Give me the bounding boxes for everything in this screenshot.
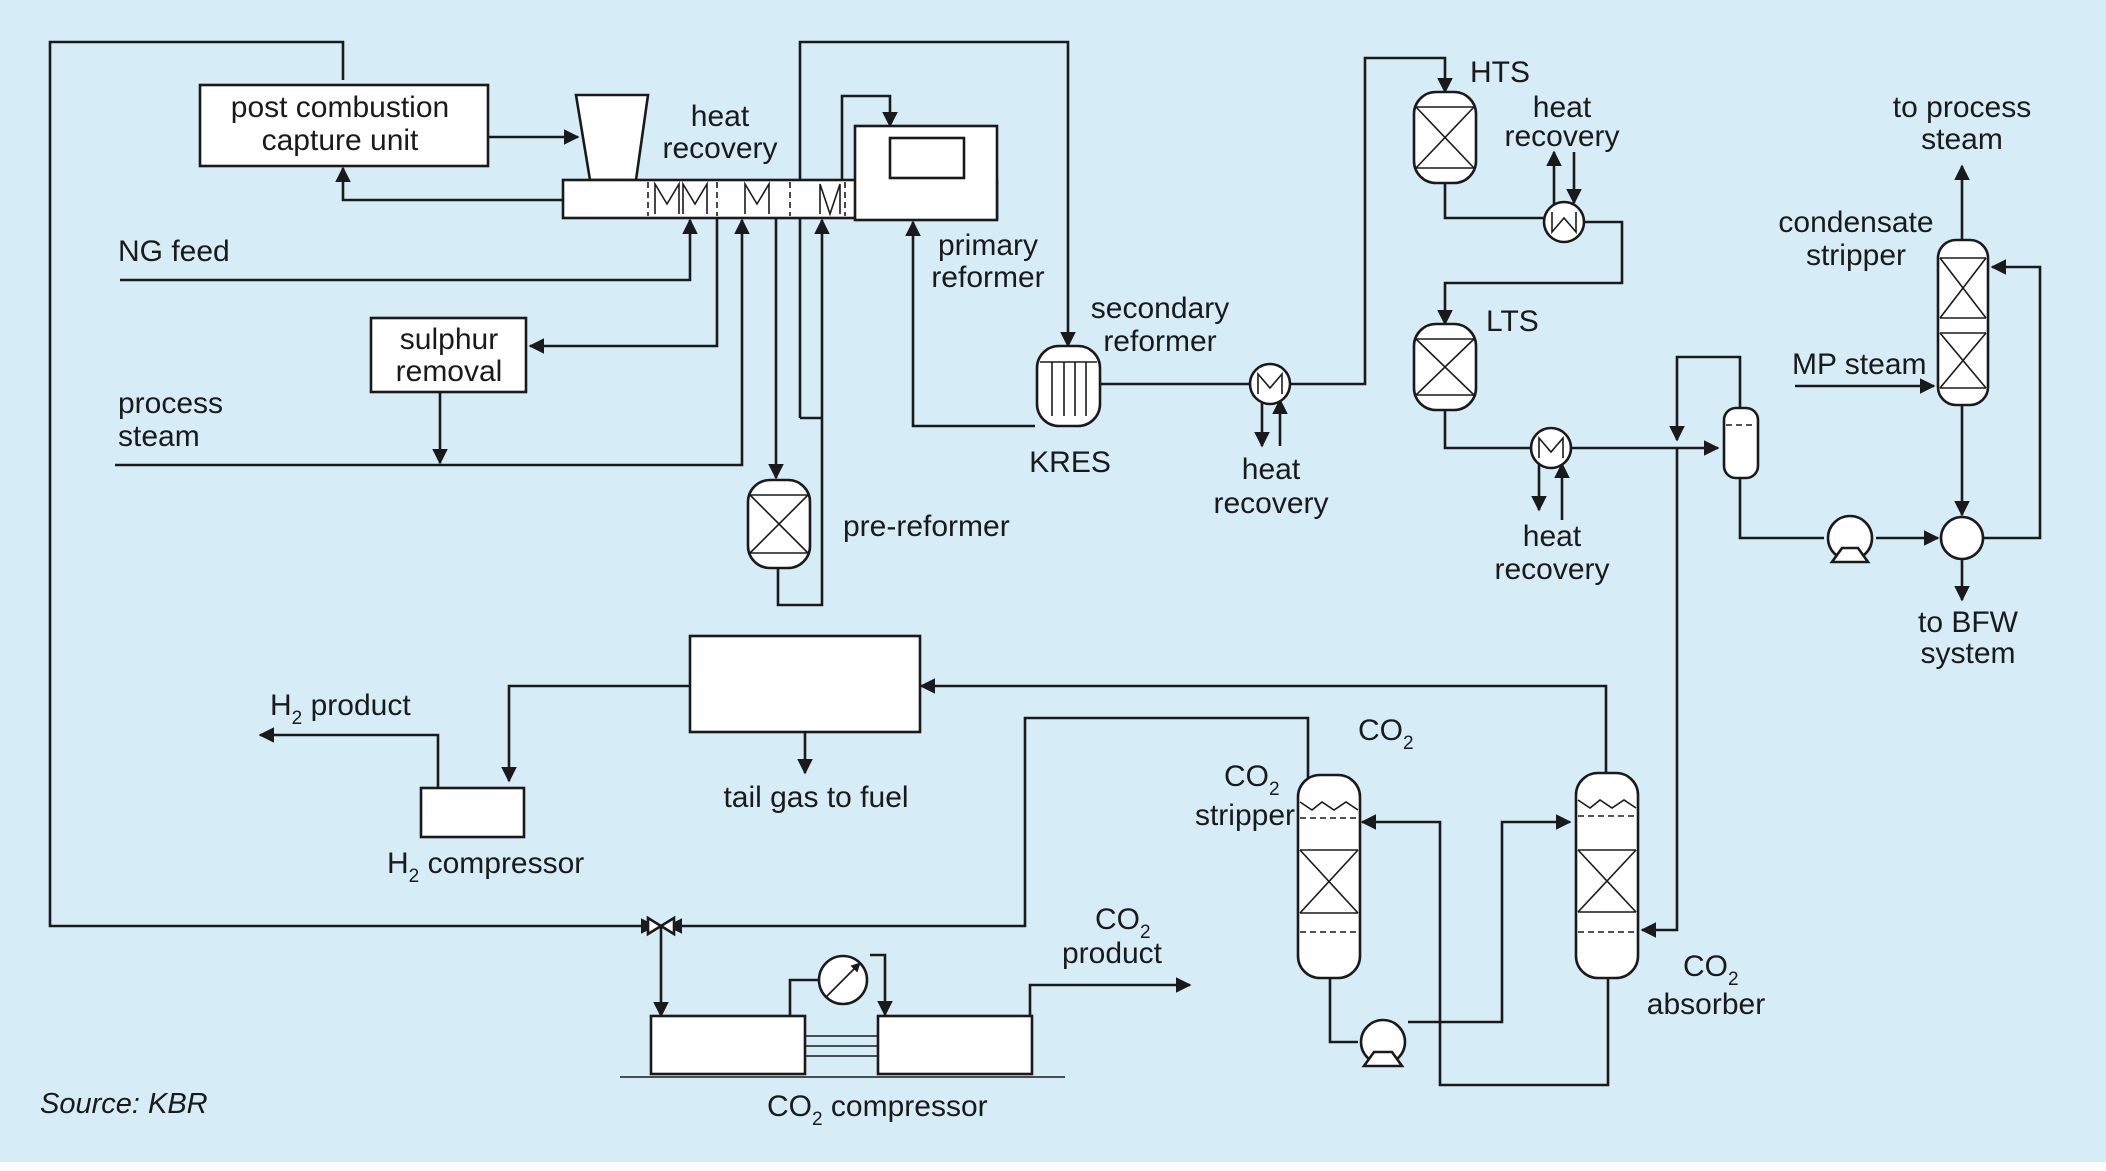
junction-valve-left [646,915,664,937]
co2-stripper-label-line1: CO2 [1224,760,1280,800]
source-credit: Source: KBR [40,1088,208,1120]
lts-to-hx3-line [1443,410,1530,450]
secondary-reformer-label-line1: secondary [1091,292,1229,325]
heat-recovery-secondary-label-line2: recovery [1213,487,1328,520]
compressor-stage1-line [788,978,818,1016]
mp-steam-label: MP steam [1792,348,1927,381]
h2-compressor-box [419,786,526,839]
equipment [198,83,1990,1078]
sulphur-removal-label-line1: sulphur [400,323,498,356]
co2-absorber-column [1574,771,1640,980]
separator-to-pump-line [1738,478,1824,540]
co2-absorber-label-line1: CO2 [1683,950,1739,990]
to-secondary-reformer-line [798,40,1076,348]
condensate-separator [1722,406,1760,480]
tail-gas-label: tail gas to fuel [723,781,908,814]
rich-solvent-line [1360,814,1610,1087]
post-combustion-capture-unit-box [198,83,490,168]
reformer-top-loop-line [840,94,898,180]
lean-solvent-line [1408,814,1572,1024]
hx1-to-hts-line [1290,56,1453,386]
ng-feed-line [120,218,698,282]
post-combustion-capture-label-line1: post combustion [231,91,449,124]
to-bfw-label-line1: to BFW [1918,606,2019,639]
primary-reformer-label-line2: reformer [931,261,1044,294]
convection-coils [647,181,846,217]
flue-to-capture-line [335,166,562,202]
hts-to-hx2-line [1443,183,1546,220]
sulphur-removal-inlet-line [528,218,719,354]
secondary-reformer-label-line2: reformer [1103,325,1216,358]
kres-label: KRES [1029,446,1111,479]
gas-to-absorber-line [1640,448,1679,938]
co2-product-arrow [1028,977,1192,1016]
compressor-intercooler-line [870,953,893,1017]
h2-compressor-label: H2 compressor [387,847,584,887]
process-steam-label-line2: steam [118,420,200,453]
pre-reformer-label: pre-reformer [843,510,1010,543]
pre-reformer-outlet-line [776,218,830,607]
heat-recovery-top-label-line2: recovery [662,132,777,165]
secondary-to-primary-line [905,220,1035,428]
co2-stripper-label-line2: stripper [1195,799,1295,832]
co2-product-label-line2: product [1062,937,1163,970]
reformer-hopper [574,93,650,182]
co2-absorber-label-line2: absorber [1647,988,1765,1021]
heat-recovery-lts-label-line1: heat [1523,520,1582,553]
primary-reformer-window [888,136,966,180]
co2-compressor-stage2 [876,1014,1034,1076]
co2-top-label: CO2 [1358,714,1414,754]
secondary-heat-exchanger [1248,362,1292,406]
psa-unit-box [688,634,922,734]
co2-stripper-column [1296,773,1362,980]
stripper-to-pump-line [1328,978,1358,1044]
h2-product-label: H2 product [270,689,411,729]
lts-heat-exchanger [1529,426,1573,470]
post-combustion-capture-label-line2: capture unit [262,124,419,157]
co2-recycle-line [48,40,657,934]
separator-top-loop-line [1669,355,1742,442]
heat-recovery-hts-label-line1: heat [1533,91,1592,124]
process-steam-label-line1: process [118,387,223,420]
process-lines [48,40,2042,1087]
condensate-stripper-label-line2: stripper [1806,239,1906,272]
hx2-to-lts-line [1437,220,1624,326]
co2-compressor-stage1 [649,1014,807,1076]
ng-feed-label: NG feed [118,235,230,268]
stripper-co2-line [666,716,1310,934]
co2-product-label-line1: CO2 [1095,903,1151,943]
heat-recovery-lts-label-line2: recovery [1494,553,1609,586]
kres-vessel [1035,344,1102,428]
condensate-stripper-label-line1: condensate [1778,206,1933,239]
condensate-stripper-column [1936,238,1990,407]
psa-to-h2-compressor-line [501,684,690,783]
sulphur-removal-label-line2: removal [396,355,503,388]
condensate-mixer [1939,515,1985,561]
to-process-steam-label-line2: steam [1921,123,2003,156]
sulphur-removal-box [369,316,528,394]
heat-recovery-top-label-line1: heat [691,100,750,133]
hts-heat-exchanger [1542,200,1586,244]
h2-product-arrow [258,727,440,788]
labels: post combustion capture unit heat recove… [40,56,2031,1130]
hts-label: HTS [1470,56,1530,89]
lts-label: LTS [1486,305,1539,338]
co2-compressor-label: CO2 compressor [767,1090,988,1130]
mixer-to-stripper-line [1984,259,2042,540]
heat-recovery-secondary-label-line1: heat [1242,453,1301,486]
to-bfw-label-line2: system [1920,637,2015,670]
process-steam-line [115,218,750,467]
heat-recovery-hts-label-line2: recovery [1504,120,1619,153]
to-process-steam-label-line1: to process [1893,91,2031,124]
absorber-to-psa-line [919,678,1608,782]
junction-valve-right [658,915,676,937]
primary-reformer-label-line1: primary [938,229,1038,262]
